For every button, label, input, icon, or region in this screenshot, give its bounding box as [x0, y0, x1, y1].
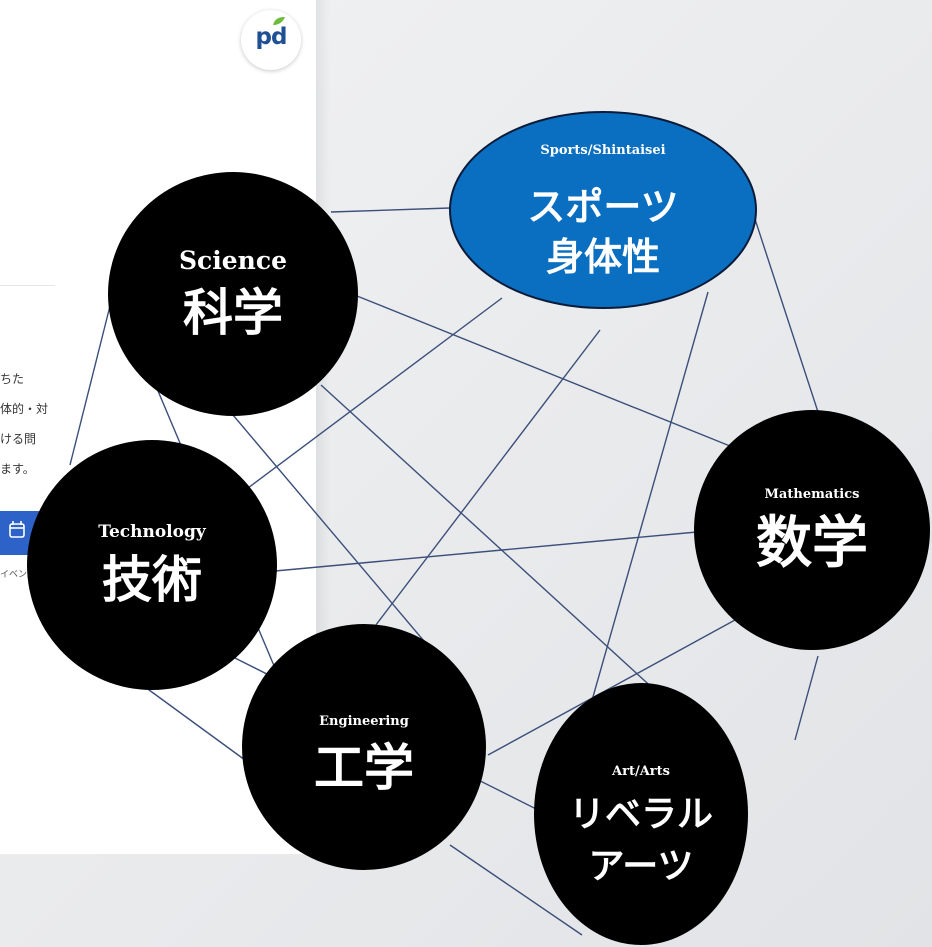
edge-engineering-mathematics — [487, 619, 736, 756]
divider — [0, 285, 55, 286]
art-circle — [534, 683, 748, 945]
edge-sports-technology — [231, 297, 503, 501]
technology-circle — [27, 440, 277, 690]
node-technology: Technology 技術 — [27, 440, 277, 690]
technology-label-line: 技術 — [102, 551, 202, 609]
edge-science-technology — [69, 297, 113, 466]
engineering-label-line: 工学 — [314, 739, 414, 797]
edge-engineering-art — [449, 844, 583, 936]
mathematics-label-line: 数学 — [756, 511, 868, 576]
edge-science-mathematics — [356, 295, 731, 447]
science-label-line: 科学 — [183, 284, 283, 342]
edge-science-engineering — [232, 414, 441, 661]
sports-label-line: 身体性 — [546, 235, 660, 279]
edge-sports-art — [584, 291, 709, 726]
edge-mathematics-art — [794, 655, 819, 741]
art-title: Art/Arts — [611, 764, 670, 779]
science-circle — [108, 172, 358, 416]
edge-technology-mathematics — [274, 531, 698, 572]
calendar-label: イベン — [0, 570, 28, 580]
edge-science-sports — [330, 207, 451, 213]
node-science: Science 科学 — [108, 172, 358, 416]
mathematics-circle — [694, 410, 930, 650]
edge-sports-mathematics — [751, 209, 819, 413]
sports-label-line: スポーツ — [527, 185, 678, 229]
edge-technology-engineering — [144, 686, 246, 761]
node-mathematics: Mathematics 数学 — [694, 410, 930, 650]
partial-text-line: ける問 — [0, 432, 37, 446]
technology-title: Technology — [98, 522, 207, 542]
sports-title: Sports/Shintaisei — [540, 143, 665, 158]
art-label-line: リベラル — [569, 794, 713, 835]
engineering-circle — [242, 624, 486, 870]
logo-text: pd — [255, 24, 288, 50]
node-engineering: Engineering 工学 — [242, 624, 486, 870]
engineering-title: Engineering — [319, 714, 409, 729]
partial-text-line: 体的・対 — [0, 402, 49, 416]
mathematics-title: Mathematics — [765, 487, 860, 502]
pd-logo[interactable]: pd — [241, 10, 301, 70]
calendar-icon — [9, 521, 25, 538]
sports-circle — [449, 111, 757, 309]
partial-text-line: ちた — [0, 372, 25, 386]
leaf-icon — [273, 17, 285, 25]
science-title: Science — [179, 246, 287, 275]
edge-sports-engineering — [365, 329, 601, 639]
edge-science-art — [320, 384, 681, 714]
art-label-line: アーツ — [588, 846, 693, 887]
partial-text-line: ます。 — [0, 462, 35, 476]
